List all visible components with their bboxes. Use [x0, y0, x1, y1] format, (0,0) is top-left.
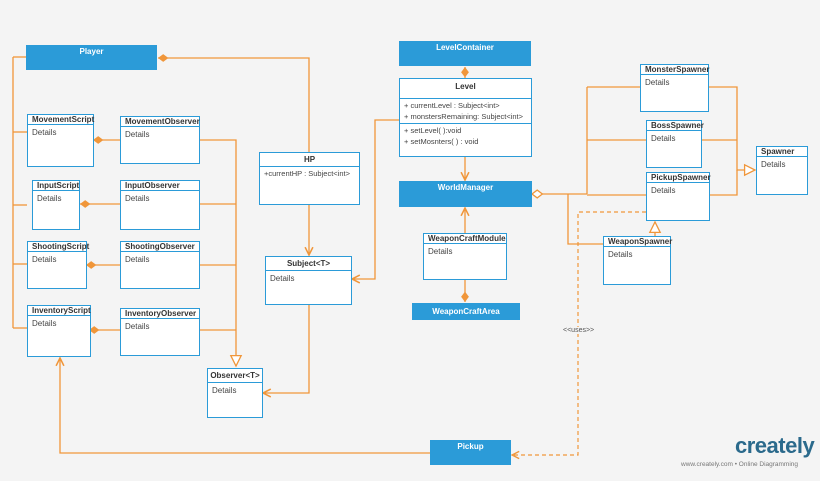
class-title: WeaponSpawner	[604, 237, 672, 247]
class-details: Details	[125, 255, 150, 264]
player-title: Player	[79, 47, 104, 56]
pickup-title: Pickup	[457, 442, 484, 451]
class-title: PickupSpawner	[647, 173, 711, 183]
class-attribute: +currentHP : Subject<int>	[264, 169, 350, 178]
shooting-observer-class[interactable]: ShootingObserver Details	[120, 241, 200, 289]
weapon-craft-module-class[interactable]: WeaponCraftModule Details	[423, 233, 507, 280]
level-container-title: LevelContainer	[436, 43, 494, 52]
class-title: InventoryObserver	[121, 309, 199, 319]
hp-class[interactable]: HP +currentHP : Subject<int>	[259, 152, 360, 205]
class-title: ShootingScript	[28, 242, 89, 252]
world-manager-title: WorldManager	[437, 183, 494, 192]
class-title: Spawner	[757, 147, 807, 157]
class-details: Details	[32, 128, 57, 137]
weapon-craft-area-class[interactable]: WeaponCraftArea	[412, 303, 520, 320]
class-details: Details	[125, 322, 150, 331]
observer-class[interactable]: Observer<T> Details	[207, 368, 263, 418]
level-op-set-level: + setLevel( ):void	[404, 126, 462, 135]
class-details: Details	[761, 160, 786, 169]
level-attr-monsters-remaining: + monstersRemaining: Subject<int>	[404, 112, 524, 121]
class-title: MovementObserver	[121, 117, 200, 127]
class-details: Details	[37, 194, 62, 203]
inventory-observer-class[interactable]: InventoryObserver Details	[120, 308, 200, 356]
subject-class[interactable]: Subject<T> Details	[265, 256, 352, 305]
class-title: ShootingObserver	[121, 242, 199, 252]
class-title: Subject<T>	[266, 257, 351, 271]
class-title: WeaponCraftModule	[424, 234, 506, 244]
monster-spawner-class[interactable]: MonsterSpawner Details	[640, 64, 709, 112]
weapon-spawner-class[interactable]: WeaponSpawner Details	[603, 236, 672, 285]
class-title: Level	[400, 79, 531, 99]
class-title: InventoryScript	[28, 306, 91, 316]
class-title: InputScript	[33, 181, 79, 191]
level-attr-current-level: + currentLevel : Subject<int>	[404, 101, 500, 110]
class-details: Details	[212, 386, 237, 395]
class-details: Details	[608, 250, 633, 259]
shooting-script-class[interactable]: ShootingScript Details	[27, 241, 89, 289]
pickup-class[interactable]: Pickup	[430, 440, 511, 465]
inventory-script-class[interactable]: InventoryScript Details	[27, 305, 91, 357]
class-details: Details	[645, 78, 670, 87]
input-observer-class[interactable]: InputObserver Details	[120, 180, 200, 230]
class-title: Observer<T>	[208, 369, 262, 383]
world-manager-class[interactable]: WorldManager	[399, 181, 532, 207]
pickup-spawner-class[interactable]: PickupSpawner Details	[646, 172, 711, 221]
spawner-class[interactable]: Spawner Details	[756, 146, 808, 195]
class-details: Details	[32, 255, 57, 264]
class-details: Details	[125, 194, 150, 203]
class-title: BossSpawner	[647, 121, 704, 131]
creately-logo: creately	[735, 433, 815, 458]
input-script-class[interactable]: InputScript Details	[32, 180, 80, 230]
class-title: MovementScript	[28, 115, 94, 125]
class-details: Details	[651, 186, 676, 195]
class-details: Details	[32, 319, 57, 328]
movement-script-class[interactable]: MovementScript Details	[27, 114, 94, 167]
brand-tagline: www.creately.com • Online Diagramming	[681, 461, 799, 468]
level-class[interactable]: Level + currentLevel : Subject<int> + mo…	[399, 78, 532, 157]
class-details: Details	[125, 130, 150, 139]
class-title: InputObserver	[121, 181, 199, 191]
class-details: Details	[270, 274, 295, 283]
class-details: Details	[428, 247, 453, 256]
class-details: Details	[651, 134, 676, 143]
level-op-set-monsters: + setMosnters( ) : void	[404, 137, 479, 146]
level-container-class[interactable]: LevelContainer	[399, 41, 531, 66]
uses-label: <<uses>>	[562, 327, 596, 334]
movement-observer-class[interactable]: MovementObserver Details	[120, 116, 200, 164]
player-class[interactable]: Player	[26, 45, 157, 70]
class-title: HP	[260, 153, 359, 167]
class-title: MonsterSpawner	[641, 65, 709, 75]
boss-spawner-class[interactable]: BossSpawner Details	[646, 120, 704, 168]
weapon-craft-area-title: WeaponCraftArea	[432, 307, 500, 316]
